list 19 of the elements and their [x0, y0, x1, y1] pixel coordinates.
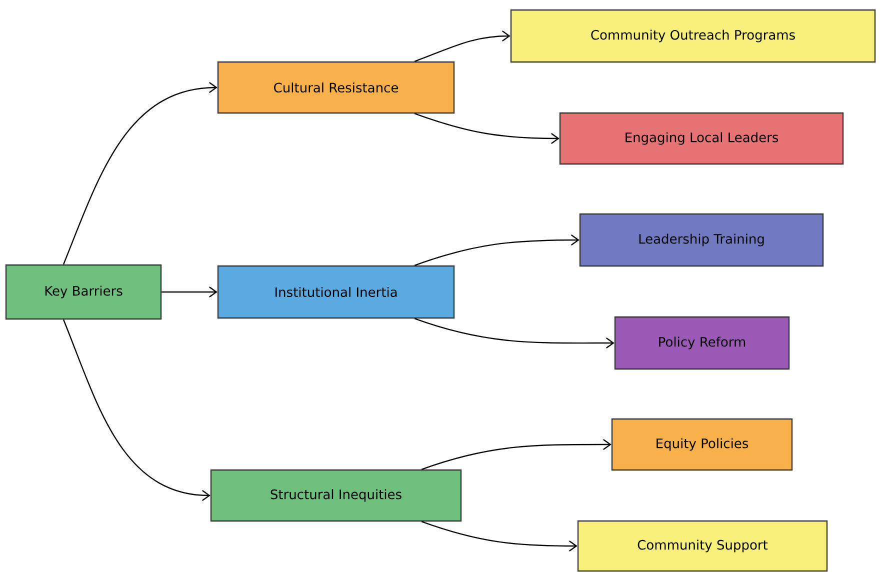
arrow — [162, 286, 218, 298]
process-box: Leadership Training — [579, 213, 824, 267]
arrow — [62, 82, 218, 265]
arrow — [414, 234, 580, 266]
process-box: Institutional Inertia — [217, 265, 455, 319]
process-box: Community Outreach Programs — [510, 9, 876, 63]
arrow — [414, 318, 614, 348]
process-box: Cultural Resistance — [217, 61, 455, 114]
process-box: Engaging Local Leaders — [559, 112, 844, 165]
process-box: Policy Reform — [614, 316, 790, 370]
arrow — [421, 439, 612, 470]
arrow — [414, 30, 510, 62]
process-box: Structural Inequities — [210, 469, 462, 522]
arrow — [421, 521, 578, 552]
process-box: Community Support — [577, 520, 828, 572]
arrow — [414, 113, 560, 144]
process-box: Equity Policies — [611, 418, 793, 471]
process-box: Key Barriers — [5, 264, 162, 320]
arrow — [62, 319, 210, 501]
